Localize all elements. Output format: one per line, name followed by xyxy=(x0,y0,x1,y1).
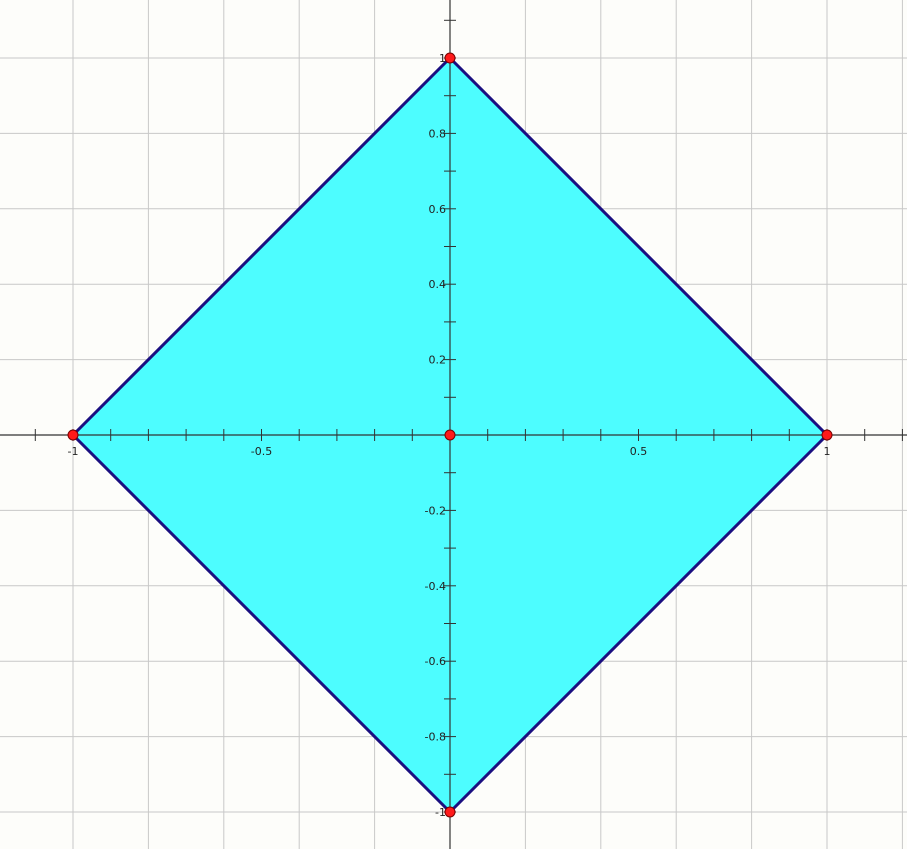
x-tick-label: 0.5 xyxy=(630,445,648,458)
points xyxy=(67,52,833,818)
y-tick-label: -0.4 xyxy=(425,580,446,593)
y-tick-label: -0.6 xyxy=(425,655,446,668)
point[interactable] xyxy=(444,52,456,64)
x-tick-label: -0.5 xyxy=(251,445,272,458)
point[interactable] xyxy=(444,429,456,441)
point[interactable] xyxy=(67,429,79,441)
y-tick-label: 0.4 xyxy=(429,278,447,291)
x-tick-label: 1 xyxy=(824,445,831,458)
y-tick-label: 0.2 xyxy=(429,354,447,367)
y-tick-label: 1 xyxy=(439,52,446,65)
point[interactable] xyxy=(821,429,833,441)
y-tick-label: -0.2 xyxy=(425,504,446,517)
y-tick-label: 0.8 xyxy=(429,127,447,140)
point[interactable] xyxy=(444,806,456,818)
y-tick-label: -1 xyxy=(435,806,446,819)
y-tick-label: 0.6 xyxy=(429,203,447,216)
y-tick-label: -0.8 xyxy=(425,731,446,744)
tick-labels: -1 -0.5 0.5 1 1 0.8 0.6 0.4 0.2 -0.2 -0.4 -0.6 -0.8 -… xyxy=(68,52,831,819)
x-tick-label: -1 xyxy=(68,445,79,458)
